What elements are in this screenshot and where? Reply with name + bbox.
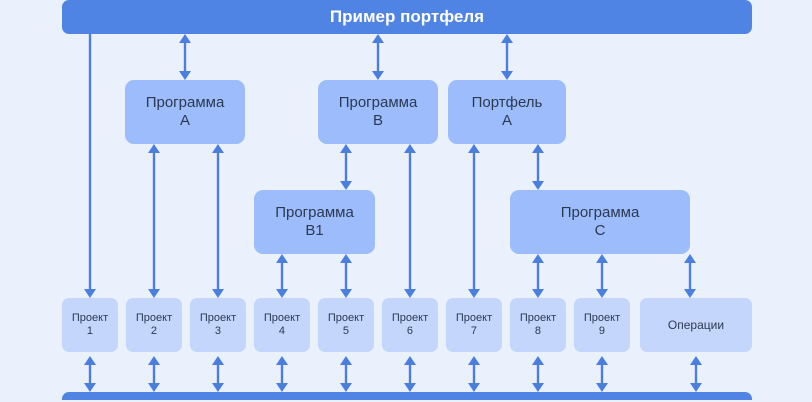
connector-portfolio-a-to-project-7 — [463, 134, 485, 308]
connector-project-8-to-bottom — [527, 346, 549, 402]
connector-project-1-to-bottom — [79, 346, 101, 402]
project-2-node[interactable]: Проект 2 — [126, 298, 182, 352]
connector-program-b-to-program-b1 — [335, 134, 357, 200]
program-c-node[interactable]: Программа C — [510, 190, 690, 254]
project-8-node[interactable]: Проект 8 — [510, 298, 566, 352]
portfolio-title-banner: Пример портфеля — [62, 0, 752, 34]
connector-project-6-to-bottom — [399, 346, 421, 402]
connector-project-7-to-bottom — [463, 346, 485, 402]
bottom-bar — [62, 392, 752, 400]
connector-program-c-to-project-9 — [591, 244, 613, 308]
connector-banner-to-program-a — [174, 24, 196, 90]
connector-program-b1-to-project-5 — [335, 244, 357, 308]
project-9-node[interactable]: Проект 9 — [574, 298, 630, 352]
connector-banner-to-program-b — [367, 24, 389, 90]
connector-banner-to-project-1 — [79, 24, 101, 308]
project-7-node[interactable]: Проект 7 — [446, 298, 502, 352]
connector-project-4-to-bottom — [271, 346, 293, 402]
connector-project-9-to-bottom — [591, 346, 613, 402]
connector-program-c-to-project-8 — [527, 244, 549, 308]
program-b1-node[interactable]: Программа B1 — [254, 190, 375, 254]
operations-node[interactable]: Операции — [640, 298, 752, 352]
connector-program-b-to-project-6 — [399, 134, 421, 308]
connector-banner-to-portfolio-a — [496, 24, 518, 90]
program-b-node[interactable]: Программа B — [318, 80, 438, 144]
project-1-node[interactable]: Проект 1 — [62, 298, 118, 352]
project-6-node[interactable]: Проект 6 — [382, 298, 438, 352]
connector-project-3-to-bottom — [207, 346, 229, 402]
project-4-node[interactable]: Проект 4 — [254, 298, 310, 352]
connector-project-5-to-bottom — [335, 346, 357, 402]
connector-program-b1-to-project-4 — [271, 244, 293, 308]
connector-operations-to-bottom — [685, 346, 707, 402]
portfolio-a-node[interactable]: Портфель A — [448, 80, 566, 144]
connector-program-a-to-project-2 — [143, 134, 165, 308]
project-3-node[interactable]: Проект 3 — [190, 298, 246, 352]
connector-portfolio-a-to-program-c — [527, 134, 549, 200]
connector-program-c-to-operations — [679, 244, 701, 308]
program-a-node[interactable]: Программа A — [125, 80, 245, 144]
connector-program-a-to-project-3 — [207, 134, 229, 308]
connector-project-2-to-bottom — [143, 346, 165, 402]
project-5-node[interactable]: Проект 5 — [318, 298, 374, 352]
